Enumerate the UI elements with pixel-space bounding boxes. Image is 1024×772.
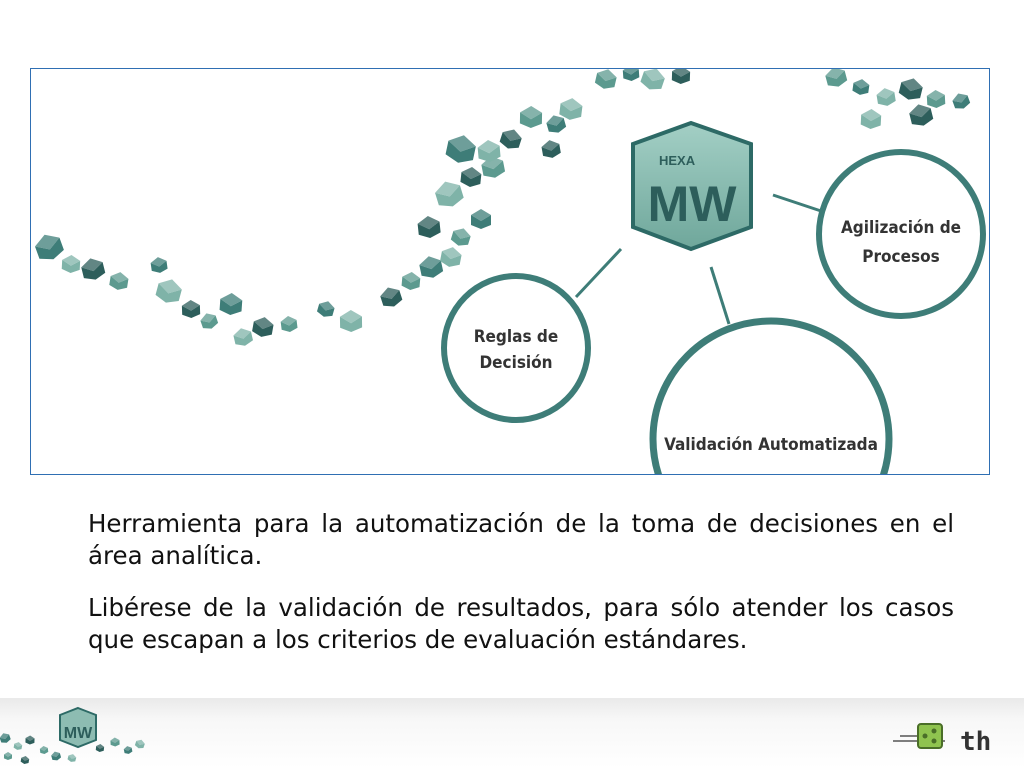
- agilizacion-label-line2: Procesos: [862, 247, 939, 267]
- connector-reglas: [574, 247, 623, 299]
- circle-validacion-automatizada: Validación Automatizada: [649, 317, 893, 474]
- connector-validacion: [709, 266, 731, 325]
- description-paragraph-1: Herramienta para la automatización de la…: [88, 509, 954, 570]
- footer-hexa-logo: MW: [59, 706, 97, 749]
- reglas-label-line1: Reglas de: [474, 327, 558, 347]
- connector-agilizacion: [772, 193, 822, 213]
- reglas-label-line2: Decisión: [479, 353, 552, 373]
- validacion-label: Validación Automatizada: [664, 435, 878, 455]
- hexa-mw-logo: HEXA MW: [631, 120, 753, 252]
- description-paragraph-2: Libérese de la validación de resultados,…: [88, 593, 954, 654]
- hexa-mw-diagram: HEXA MW Reglas de Decisión Agilización d…: [35, 69, 986, 474]
- footer-logo-mw-text: MW: [64, 725, 93, 742]
- cube-wave-decoration: [35, 69, 971, 346]
- circle-agilizacion-procesos: Agilización de Procesos: [816, 149, 986, 319]
- logo-hexa-text: HEXA: [659, 153, 696, 168]
- footer-brand-text: th: [960, 727, 991, 757]
- agilizacion-label-line1: Agilización de: [841, 218, 961, 238]
- circle-reglas-decision: Reglas de Decisión: [441, 273, 591, 423]
- footer-brand-logo: th: [893, 723, 991, 757]
- footer-cube-decoration: [0, 733, 145, 764]
- logo-mw-text: MW: [648, 176, 738, 232]
- hero-diagram: HEXA MW Reglas de Decisión Agilización d…: [30, 68, 990, 475]
- footer-bar: MW th: [0, 698, 1024, 768]
- footer-graphics: MW th: [0, 706, 991, 764]
